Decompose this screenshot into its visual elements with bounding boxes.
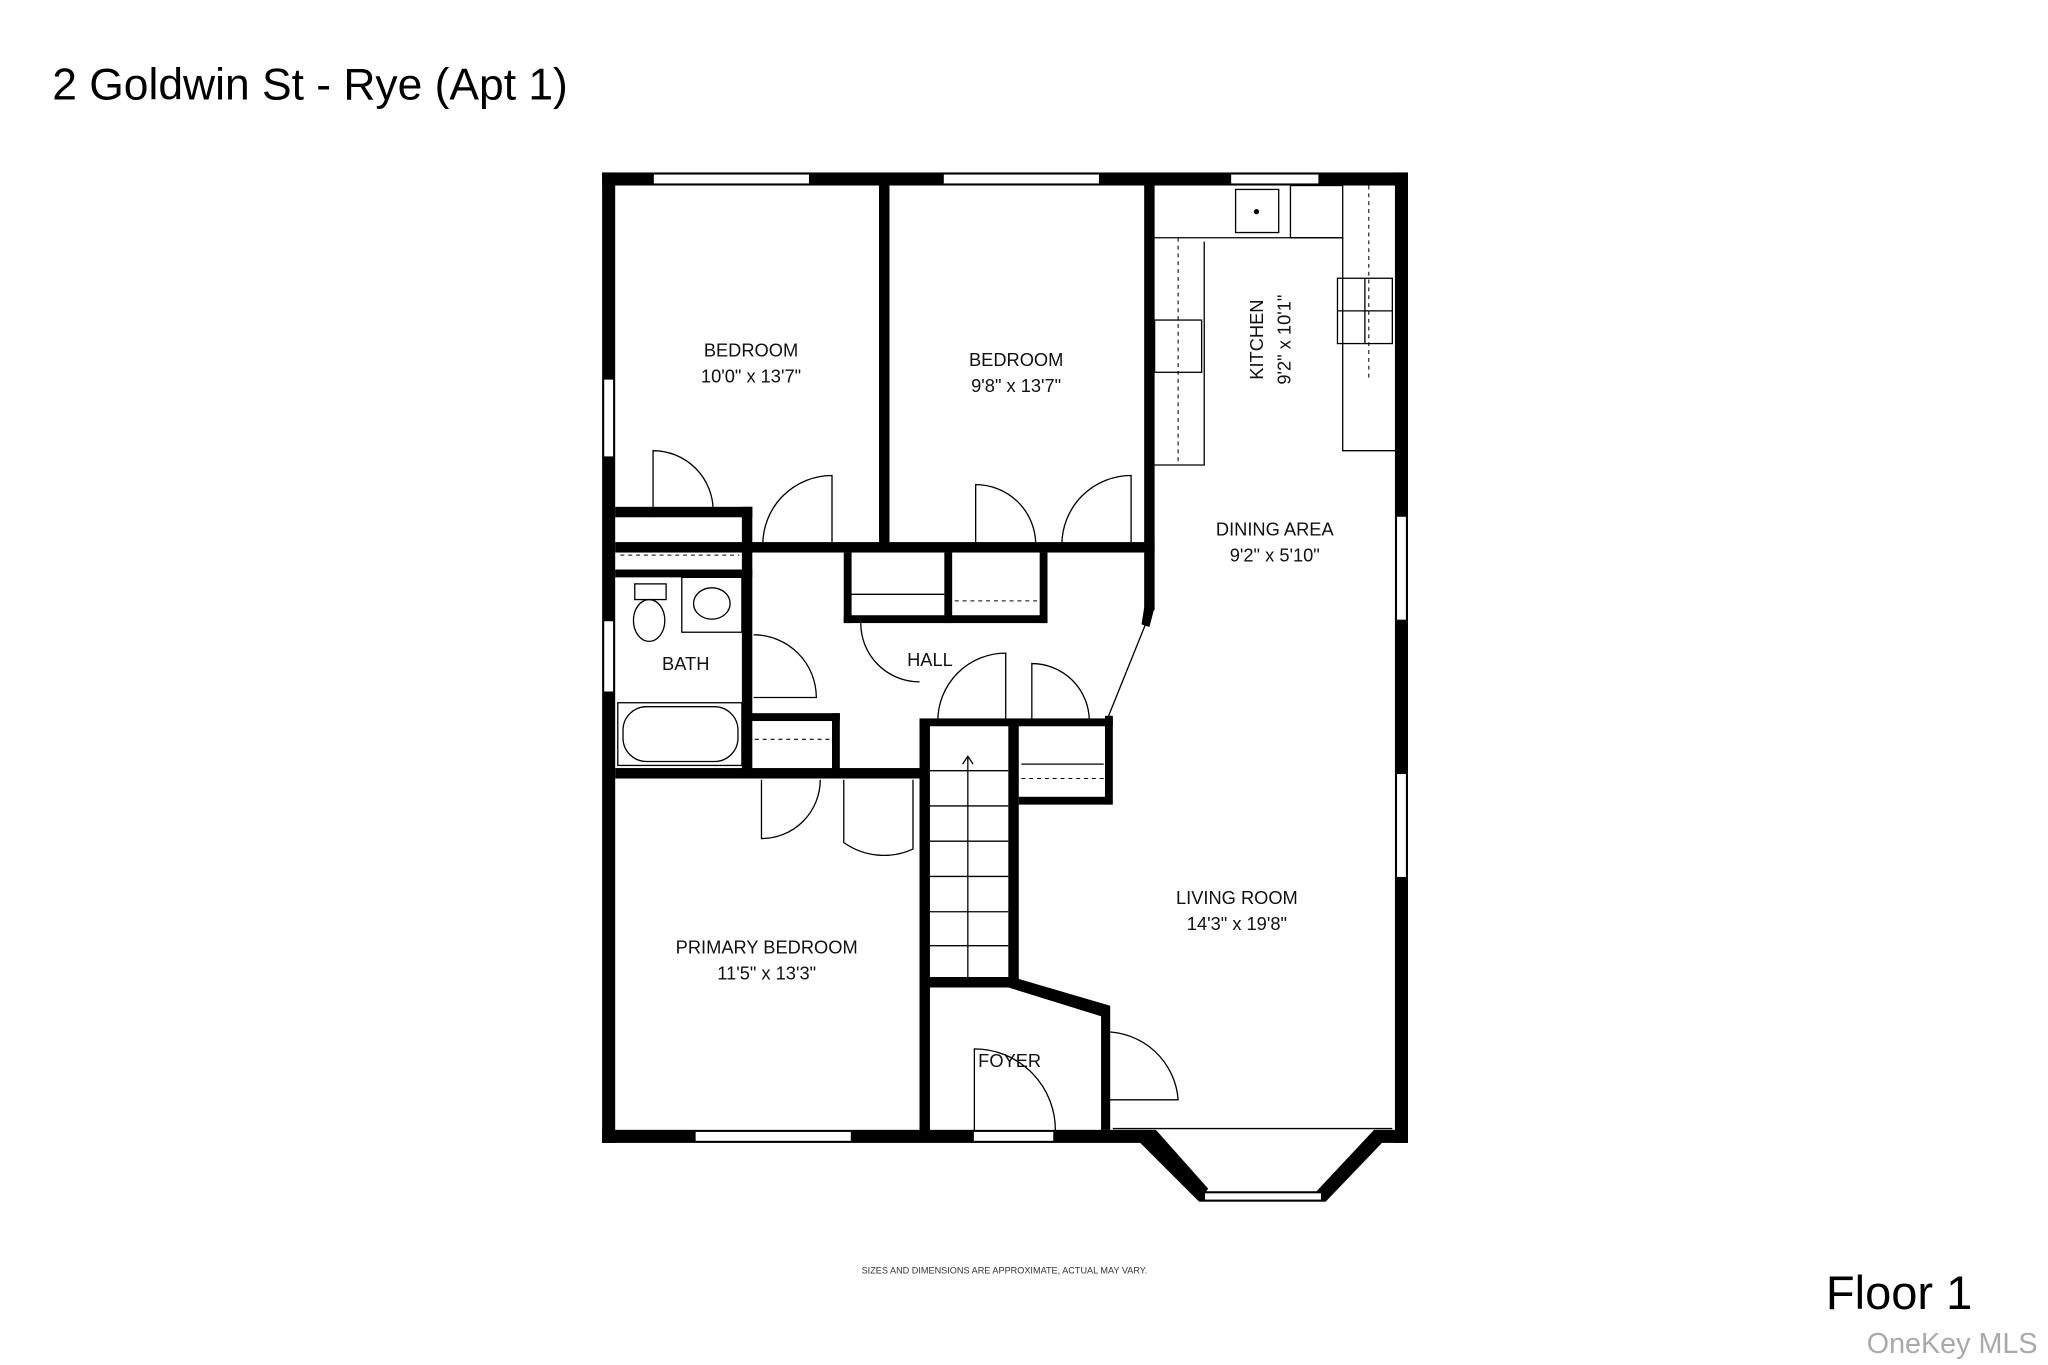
kitchen-name: KITCHEN [1246,300,1267,380]
room-labels: BEDROOM 10'0" x 13'7" BEDROOM 9'8" x 13'… [662,295,1334,1072]
fixtures [617,184,1395,1130]
floor-label: Floor 1 [1826,1266,1972,1319]
dining-area-size: 9'2" x 5'10" [1230,545,1320,566]
primary-bedroom-size: 11'5" x 13'3" [717,963,816,984]
bath-name: BATH [662,653,709,674]
kitchen-size: 9'2" x 10'1" [1273,295,1294,385]
living-room-name: LIVING ROOM [1176,887,1298,908]
disclaimer: SIZES AND DIMENSIONS ARE APPROXIMATE, AC… [862,1266,1148,1276]
stairs [929,755,1009,978]
primary-bedroom-name: PRIMARY BEDROOM [676,937,858,958]
living-room-size: 14'3" x 19'8" [1187,913,1287,934]
foyer-name: FOYER [978,1050,1041,1071]
hall-name: HALL [907,649,953,670]
dining-area-name: DINING AREA [1216,519,1335,540]
bedroom-2-size: 9'8" x 13'7" [971,375,1061,396]
bedroom-1-name: BEDROOM [704,340,798,361]
bedroom-2-name: BEDROOM [969,349,1063,370]
page-title: 2 Goldwin St - Rye (Apt 1) [52,60,568,109]
doors [652,450,1179,1132]
watermark: OneKey MLS [1867,1328,2038,1360]
bedroom-1-size: 10'0" x 13'7" [701,366,801,387]
windows [602,172,1408,1202]
